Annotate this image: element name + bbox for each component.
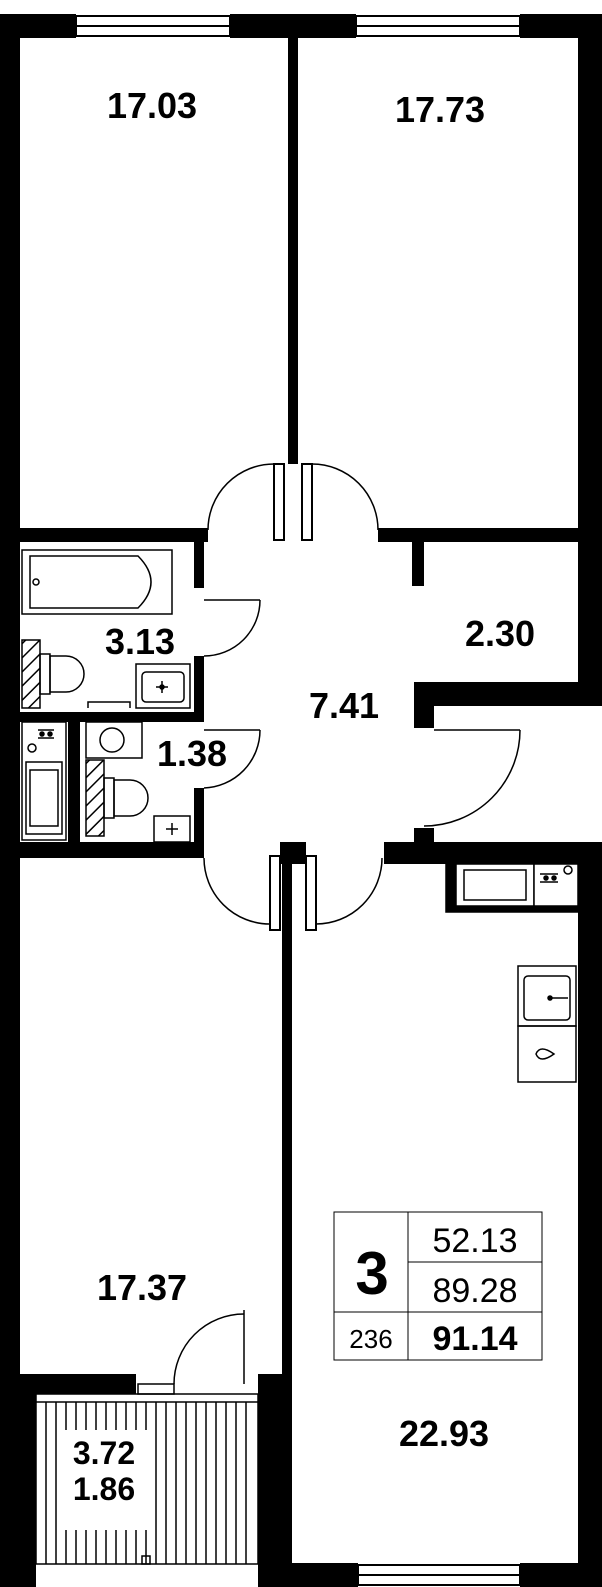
stove-icon	[445, 863, 579, 913]
toilet-area: 1.38	[157, 733, 227, 774]
door-swings	[173, 463, 521, 1385]
hall-area: 7.41	[309, 685, 379, 726]
total-with-balcony-value: 91.14	[432, 1320, 517, 1358]
balcony-reduced-area: 1.86	[73, 1471, 135, 1507]
bathtub-icon	[21, 549, 173, 615]
balcony-label-bg	[60, 1430, 150, 1530]
storage-area: 2.30	[465, 613, 535, 654]
balcony-area: 3.72	[73, 1435, 135, 1471]
bathroom-area: 3.13	[105, 621, 175, 662]
room-count: 3	[355, 1240, 388, 1307]
toilet-room-fixtures	[85, 721, 191, 843]
toilet-icon	[21, 639, 85, 709]
bedroom-bottom-area: 17.37	[97, 1267, 187, 1308]
living-kitchen-area: 22.93	[399, 1413, 489, 1454]
interior-walls	[20, 38, 578, 1587]
dishwasher-icon	[517, 1025, 577, 1083]
windows	[75, 15, 521, 1586]
bedroom-right-area: 17.73	[395, 89, 485, 130]
door-jambs	[269, 463, 317, 931]
living-area-value: 52.13	[432, 1222, 517, 1260]
total-area-value: 89.28	[432, 1272, 517, 1310]
bedroom-left-area: 17.03	[107, 85, 197, 126]
washing-machine-icon	[21, 721, 67, 841]
kitchen-sink-icon	[517, 965, 577, 1027]
area-info-table: 3 52.13 89.28 236 91.14	[333, 1211, 543, 1361]
outer-walls	[0, 14, 602, 1587]
sink-icon	[87, 663, 191, 709]
apartment-number: 236	[349, 1324, 392, 1354]
